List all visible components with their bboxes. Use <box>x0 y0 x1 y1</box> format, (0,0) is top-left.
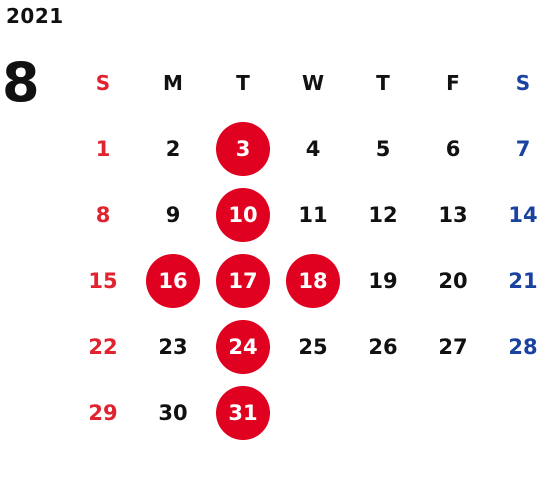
weekday-label: F <box>446 71 460 95</box>
day-cell-highlighted: 18 <box>278 254 348 308</box>
day-number: 5 <box>375 137 391 161</box>
day-number: 6 <box>445 137 461 161</box>
day-number: 13 <box>438 203 468 227</box>
highlighted-day-number: 17 <box>216 254 270 308</box>
highlighted-day-number: 18 <box>286 254 340 308</box>
weekday-label: T <box>376 71 390 95</box>
weekday-label: W <box>301 71 325 95</box>
day-number: 19 <box>368 269 398 293</box>
empty-cell <box>418 386 488 440</box>
day-number: 14 <box>508 203 538 227</box>
year-label: 2021 <box>6 4 64 28</box>
day-number: 8 <box>95 203 111 227</box>
highlighted-day-number: 24 <box>216 320 270 374</box>
day-number: 20 <box>438 269 468 293</box>
day-cell-highlighted: 17 <box>208 254 278 308</box>
empty-cell <box>488 386 548 440</box>
day-number: 21 <box>508 269 538 293</box>
day-number: 29 <box>88 401 118 425</box>
day-number: 28 <box>508 335 538 359</box>
day-cell-highlighted: 10 <box>208 188 278 242</box>
weekday-label: S <box>95 71 111 95</box>
day-cell-highlighted: 16 <box>138 254 208 308</box>
day-number: 12 <box>368 203 398 227</box>
day-number: 9 <box>165 203 181 227</box>
day-number: 23 <box>158 335 188 359</box>
week-row: 8 9 10 11 12 13 14 <box>68 182 548 248</box>
weekday-label: T <box>236 71 250 95</box>
day-cell-highlighted: 24 <box>208 320 278 374</box>
day-cell-highlighted: 3 <box>208 122 278 176</box>
day-number: 11 <box>298 203 328 227</box>
highlighted-day-number: 16 <box>146 254 200 308</box>
weekday-label: M <box>163 71 183 95</box>
highlighted-day-number: 10 <box>216 188 270 242</box>
highlighted-day-number: 31 <box>216 386 270 440</box>
week-row: 15 16 17 18 19 20 21 <box>68 248 548 314</box>
day-number: 2 <box>165 137 181 161</box>
empty-cell <box>348 386 418 440</box>
day-cell-highlighted: 31 <box>208 386 278 440</box>
day-number: 1 <box>95 137 111 161</box>
day-number: 26 <box>368 335 398 359</box>
week-row: 1 2 3 4 5 6 7 <box>68 116 548 182</box>
weekday-label: S <box>515 71 531 95</box>
highlighted-day-number: 3 <box>216 122 270 176</box>
week-row: 29 30 31 <box>68 380 548 446</box>
day-number: 15 <box>88 269 118 293</box>
day-number: 4 <box>305 137 321 161</box>
day-number: 30 <box>158 401 188 425</box>
day-number: 27 <box>438 335 468 359</box>
day-number: 25 <box>298 335 328 359</box>
day-number: 22 <box>88 335 118 359</box>
day-number: 7 <box>515 137 531 161</box>
week-row: 22 23 24 25 26 27 28 <box>68 314 548 380</box>
month-number: 8 <box>2 51 40 114</box>
empty-cell <box>278 386 348 440</box>
